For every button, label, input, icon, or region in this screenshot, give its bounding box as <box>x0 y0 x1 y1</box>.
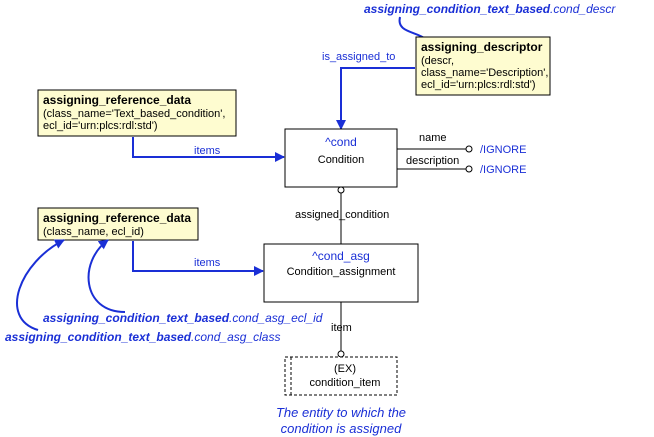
assigning-descriptor-title: assigning_descriptor <box>421 40 543 54</box>
caption-line-2: condition is assigned <box>281 421 402 436</box>
is-assigned-to-label: is_assigned_to <box>322 51 395 63</box>
top-reference-link[interactable]: assigning_condition_text_based.cond_desc… <box>364 2 616 16</box>
reference-data-1-line-2: ecl_id='urn:plcs:rdl:std') <box>43 120 158 132</box>
description-attribute-label: description <box>406 155 459 167</box>
items-connector-2 <box>132 241 264 276</box>
ignore-label-1: /IGNORE <box>480 144 526 156</box>
name-attribute-end <box>465 145 473 153</box>
is-assigned-to-connector <box>336 67 415 130</box>
assigning-descriptor-line-2: class_name='Description', <box>421 67 548 79</box>
condition-entity[interactable]: ^cond Condition <box>284 128 398 188</box>
condition-name: Condition <box>318 154 364 166</box>
caption-line-1: The entity to which the <box>276 405 406 420</box>
items-connector-1 <box>132 137 285 162</box>
description-attribute-end <box>465 165 473 173</box>
reference-data-1-title: assigning_reference_data <box>43 93 191 107</box>
name-attribute-label: name <box>419 132 447 144</box>
items-label-1: items <box>194 145 221 157</box>
reference-data-note-1[interactable]: assigning_reference_data (class_name='Te… <box>37 89 237 137</box>
ecl-id-reference-arrow <box>87 239 126 313</box>
ignore-label-2: /IGNORE <box>480 164 526 176</box>
assigned-condition-label: assigned_condition <box>295 209 389 221</box>
condition-ref: ^cond <box>325 135 357 149</box>
class-reference-link[interactable]: assigning_condition_text_based.cond_asg_… <box>5 330 280 344</box>
ecl-id-reference-link[interactable]: assigning_condition_text_based.cond_asg_… <box>43 311 323 325</box>
item-label: item <box>331 322 352 334</box>
assigning-descriptor-line-3: ecl_id='urn:plcs:rdl:std') <box>421 79 536 91</box>
condition-item-ex: (EX) <box>334 363 356 375</box>
condition-assignment-name: Condition_assignment <box>287 266 396 278</box>
reference-data-2-line-1: (class_name, ecl_id) <box>43 226 144 238</box>
item-end <box>337 350 345 358</box>
condition-assignment-ref: ^cond_asg <box>312 249 370 263</box>
assigning-descriptor-line-1: (descr, <box>421 55 454 67</box>
assigning-descriptor-note[interactable]: assigning_descriptor (descr, class_name=… <box>415 36 551 96</box>
condition-item-select[interactable]: (EX) condition_item <box>284 356 398 396</box>
assigned-condition-end <box>337 186 345 194</box>
reference-data-2-title: assigning_reference_data <box>43 211 191 225</box>
items-label-2: items <box>194 257 221 269</box>
reference-data-1-line-1: (class_name='Text_based_condition', <box>43 108 225 120</box>
condition-item-name: condition_item <box>310 377 381 389</box>
condition-assignment-entity[interactable]: ^cond_asg Condition_assignment <box>263 243 419 303</box>
reference-data-note-2[interactable]: assigning_reference_data (class_name, ec… <box>37 207 199 241</box>
class-reference-arrow <box>16 239 65 331</box>
